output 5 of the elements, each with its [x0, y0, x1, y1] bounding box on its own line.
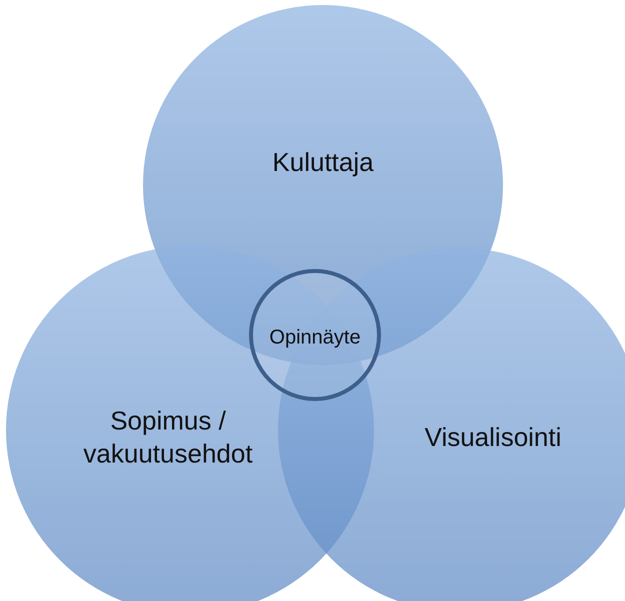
- circle-label: Opinnäyte: [268, 326, 362, 350]
- circle-label: Sopimus / vakuutusehdot: [82, 404, 254, 470]
- circle-label: Visualisointi: [424, 420, 562, 454]
- venn-circle: [249, 269, 381, 401]
- circle-label: Kuluttaja: [271, 146, 375, 178]
